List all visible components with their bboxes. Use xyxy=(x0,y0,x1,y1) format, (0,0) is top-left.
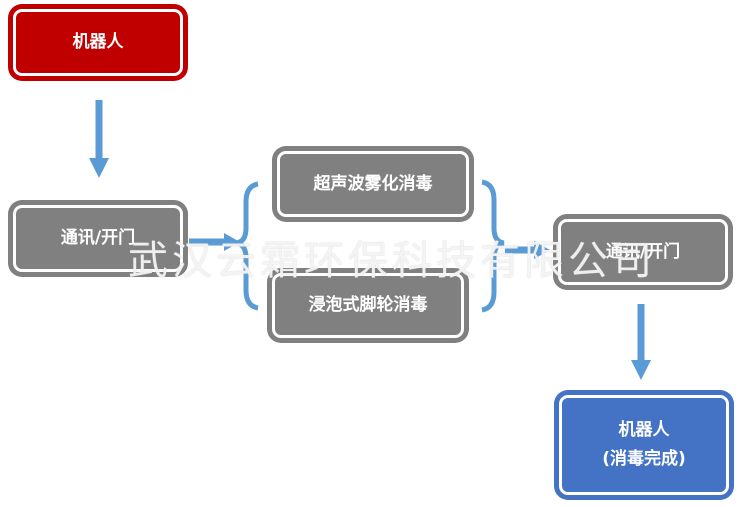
communication-open-door-label-2: 通讯/开门 xyxy=(605,241,681,262)
immersion-caster-disinfection-inner: 浸泡式脚轮消毒 xyxy=(272,273,464,338)
arrow-down-2 xyxy=(631,304,651,380)
immersion-caster-disinfection-label: 浸泡式脚轮消毒 xyxy=(308,295,428,316)
communication-open-door-inner-1: 通讯/开门 xyxy=(13,205,183,272)
robot-start-node: 机器人 xyxy=(8,4,188,81)
robot-start-label: 机器人 xyxy=(72,32,124,53)
communication-open-door-inner-2: 通讯/开门 xyxy=(558,219,728,285)
immersion-caster-disinfection-node: 浸泡式脚轮消毒 xyxy=(267,268,469,343)
communication-open-door-node-2: 通讯/开门 xyxy=(553,214,733,290)
ultrasonic-mist-disinfection-inner: 超声波雾化消毒 xyxy=(277,151,469,217)
communication-open-door-node-1: 通讯/开门 xyxy=(8,200,188,277)
robot-disinfection-complete-inner: 机器人 (消毒完成) xyxy=(559,395,729,495)
communication-open-door-label-1: 通讯/开门 xyxy=(60,228,136,249)
robot-start-inner: 机器人 xyxy=(13,9,183,76)
robot-end-label: 机器人 xyxy=(618,420,670,441)
left-brace xyxy=(235,181,259,311)
arrow-right-2 xyxy=(505,241,550,259)
robot-disinfection-complete-node: 机器人 (消毒完成) xyxy=(554,390,734,500)
ultrasonic-mist-disinfection-node: 超声波雾化消毒 xyxy=(272,146,474,222)
ultrasonic-mist-disinfection-label: 超声波雾化消毒 xyxy=(313,173,433,194)
disinfection-complete-label: (消毒完成) xyxy=(602,449,686,469)
right-brace xyxy=(481,179,505,313)
arrow-right-1 xyxy=(189,233,240,251)
arrow-down-1 xyxy=(89,100,109,178)
